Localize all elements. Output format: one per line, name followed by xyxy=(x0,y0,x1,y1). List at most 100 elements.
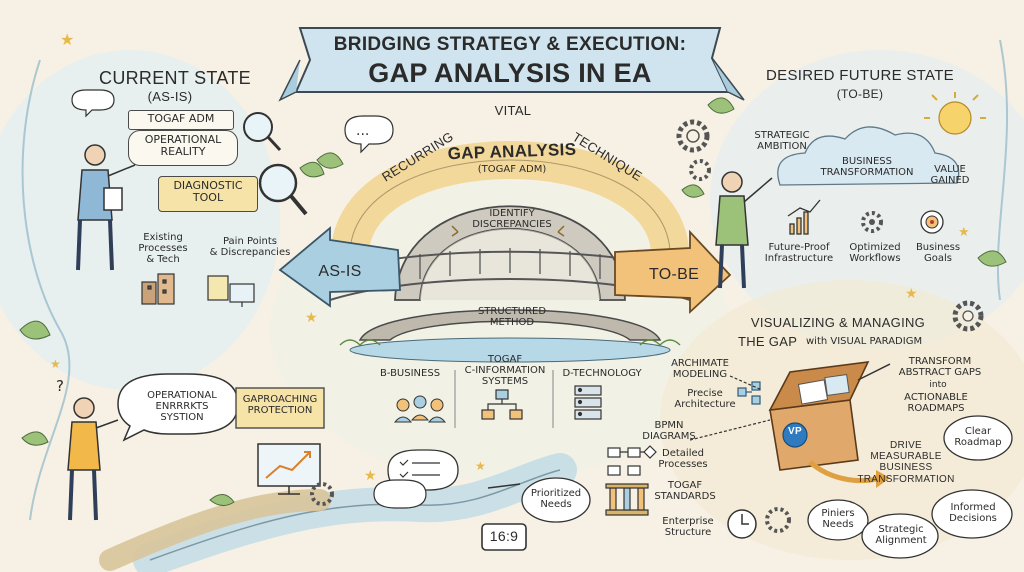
gear-icon xyxy=(676,119,710,153)
svg-text:★: ★ xyxy=(958,225,970,240)
svg-text:★: ★ xyxy=(475,459,486,473)
business-goals-text: Business Goals xyxy=(915,242,961,265)
operational-reality-text: OPERATIONAL REALITY xyxy=(144,133,222,159)
vp-heading1: VISUALIZING & MANAGING xyxy=(750,315,926,330)
clock-icon xyxy=(727,509,757,539)
gear-icon xyxy=(310,482,334,506)
operational-reality-bubble: OPERATIONAL REALITY xyxy=(128,130,238,166)
archimate-text: ARCHIMATE MODELING xyxy=(671,358,729,381)
prioritized-needs-text: Prioritized Needs xyxy=(530,488,582,511)
future-state-sub: (TO-BE) xyxy=(836,87,884,101)
gear-icon xyxy=(689,159,711,181)
transform-text: TRANSFORM ABSTRACT GAPS xyxy=(898,356,982,379)
vp-logo-text: VP xyxy=(788,426,802,437)
business-transformation-text: BUSINESS TRANSFORMATION xyxy=(820,156,914,179)
svg-text:★: ★ xyxy=(364,468,377,484)
leaf-icon xyxy=(19,320,51,340)
magnifier-icon xyxy=(243,112,282,152)
cloud-icon xyxy=(777,126,960,186)
identify-discrepancies-text: IDENTIFY DISCREPANCIES xyxy=(472,208,552,231)
diagnostic-tool-text: DIAGNOSTIC TOOL xyxy=(173,179,243,205)
sticky-note-text: GAPROACHING PROTECTION xyxy=(242,394,318,417)
enterprise-structure-text: Enterprise Structure xyxy=(662,516,714,539)
svg-text:...: ... xyxy=(356,123,369,139)
bpmn-text: BPMN DIAGRAMS xyxy=(642,420,696,443)
drive-arrow xyxy=(808,460,881,484)
informed-decisions-text: Informed Decisions xyxy=(949,502,997,525)
people-icon xyxy=(393,395,447,423)
gap-analysis-sub: (TOGAF ADM) xyxy=(477,164,547,175)
org-chart-icon xyxy=(481,389,523,420)
svg-text:★: ★ xyxy=(905,286,918,302)
current-state-heading: CURRENT STATE xyxy=(99,68,251,88)
d-technology-label: D-TECHNOLOGY xyxy=(562,368,642,379)
gear-icon xyxy=(765,507,791,533)
clear-roadmap-text: Clear Roadmap xyxy=(954,426,1002,449)
server-icon xyxy=(574,385,602,420)
buildings-icon xyxy=(141,273,175,305)
c-information-label: TOGAF C-INFORMATION SYSTEMS xyxy=(464,354,546,388)
diagnostic-magnifier-icon xyxy=(258,163,308,216)
strategic-alignment-bubble xyxy=(861,513,939,559)
b-business-label: B-BUSINESS xyxy=(379,368,441,379)
informed-decisions-bubble xyxy=(931,489,1013,539)
title-line1: BRIDGING STRATEGY & EXECUTION: xyxy=(333,34,687,55)
current-state-sub: (AS-IS) xyxy=(147,89,193,104)
question-mark: ? xyxy=(56,377,64,395)
vp-with-text: with VISUAL PARADIGM xyxy=(806,336,923,347)
optimized-workflows-text: Optimized Workflows xyxy=(849,242,901,265)
prioritized-needs-bubble xyxy=(521,477,591,523)
ratio-box xyxy=(481,523,527,551)
diagnostic-tool-note: DIAGNOSTIC TOOL xyxy=(158,176,258,212)
drive-text: DRIVE MEASURABLE BUSINESS TRANSFORMATION xyxy=(857,440,955,485)
person-right-icon xyxy=(715,171,773,289)
into-text: into xyxy=(929,380,947,390)
future-state-heading: DESIRED FUTURE STATE xyxy=(766,67,954,84)
togaf-adm-tag: TOGAF ADM xyxy=(128,110,234,130)
title-line2: GAP ANALYSIS IN EA xyxy=(368,58,652,88)
as-is-arrow-label: AS-IS xyxy=(318,263,362,280)
clear-roadmap-bubble xyxy=(943,415,1013,461)
person-bottom-icon xyxy=(67,397,119,521)
as-is-arrow-shape xyxy=(278,226,401,308)
toolbox-icon xyxy=(768,361,870,471)
bpmn-diagram-icon xyxy=(607,445,657,476)
structured-method-text: STRUCTURED METHOD xyxy=(477,306,547,329)
workflow-gear-icon xyxy=(861,211,883,233)
detailed-processes-text: Detailed Processes xyxy=(658,448,708,471)
togaf-standards-text: TOGAF STANDARDS xyxy=(654,480,716,503)
documents-icon xyxy=(207,275,255,307)
pain-points-text: Pain Points & Discrepancies xyxy=(209,236,291,259)
existing-processes-text: Existing Processes & Tech xyxy=(138,232,188,266)
strategic-alignment-text: Strategic Alignment xyxy=(875,524,927,547)
precise-architecture-text: Precise Architecture xyxy=(674,388,736,411)
vp-heading2: THE GAP xyxy=(738,334,798,349)
gear-icon xyxy=(952,300,984,332)
value-gained-text: VALUE GAINED xyxy=(930,164,970,187)
togaf-adm-label: TOGAF ADM xyxy=(147,112,215,125)
togaf-pillars-icon xyxy=(605,483,649,516)
sun-icon xyxy=(924,92,986,135)
sticky-note xyxy=(235,387,325,429)
piniers-needs-bubble xyxy=(807,499,869,541)
small-speech-bubble-icon xyxy=(71,89,115,118)
growth-chart-icon xyxy=(787,199,821,235)
piniers-needs-text: Piniers Needs xyxy=(821,508,855,531)
vital-label: VITAL xyxy=(494,103,532,118)
person-left-icon xyxy=(76,144,136,271)
strategic-ambition-text: STRATEGIC AMBITION xyxy=(754,130,810,153)
operational-bubble-text: OPERATIONAL ENRRRKTS SYSTION xyxy=(147,390,217,424)
to-be-arrow-label: TO-BE xyxy=(648,266,700,283)
to-be-arrow-shape xyxy=(614,229,732,315)
future-proof-text: Future-Proof Infrastructure xyxy=(764,242,834,265)
star-icon: ★ xyxy=(305,310,318,326)
star-icon: ★ xyxy=(60,30,74,49)
target-icon xyxy=(920,210,944,234)
archimate-diagram-icon xyxy=(737,381,761,405)
